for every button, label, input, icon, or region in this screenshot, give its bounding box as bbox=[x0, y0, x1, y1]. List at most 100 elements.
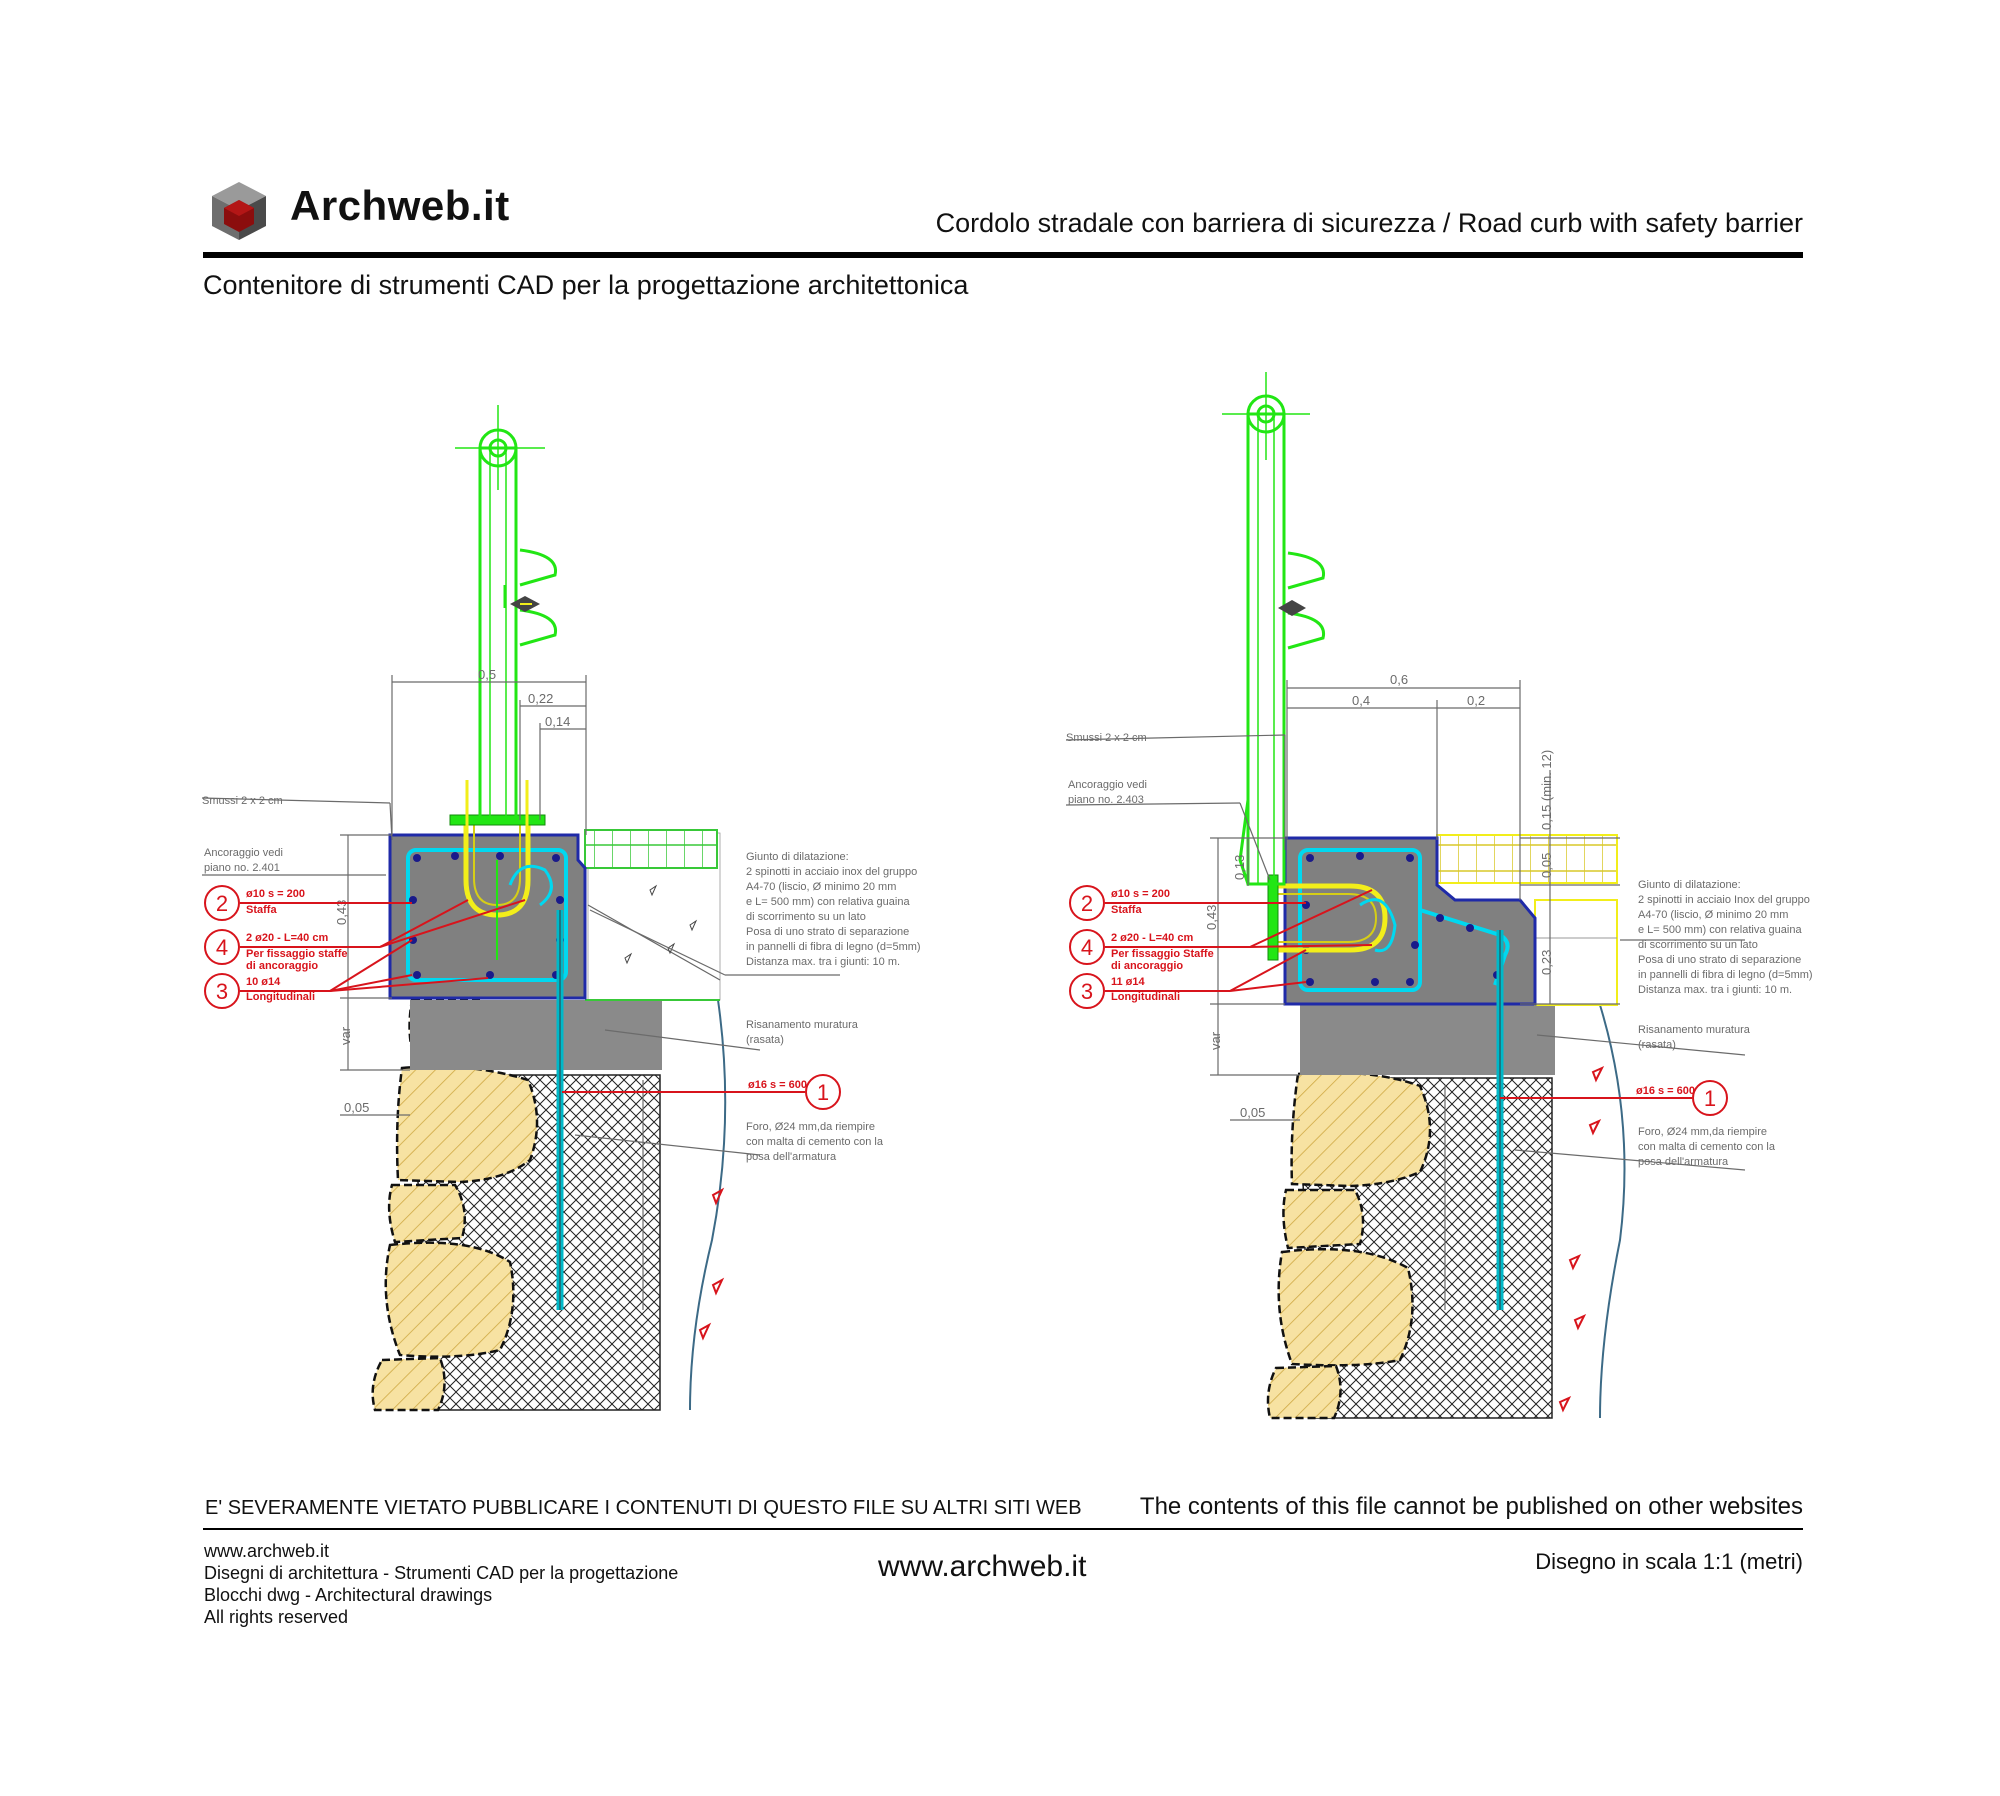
right-detail: 0,6 0,4 0,2 0,15 (min. 12) 0,05 0,23 0,4… bbox=[1065, 372, 1813, 1420]
svg-text:Foro, Ø24 mm,da riempire: Foro, Ø24 mm,da riempire bbox=[746, 1121, 875, 1133]
dim-label: 0,05 bbox=[344, 1100, 369, 1115]
tag-label: Per fissaggio Staffe bbox=[1111, 948, 1214, 960]
dim-label: 0,14 bbox=[545, 714, 570, 729]
tag-label: di ancoraggio bbox=[1111, 960, 1183, 972]
svg-text:Risanamento muratura: Risanamento muratura bbox=[1638, 1024, 1751, 1036]
tag-label: Per fissaggio staffe bbox=[246, 948, 347, 960]
paving bbox=[1436, 834, 1618, 884]
footer-line: All rights reserved bbox=[204, 1607, 349, 1627]
tag-number: 4 bbox=[216, 935, 228, 960]
barrier-post bbox=[1222, 372, 1326, 886]
tag-number: 3 bbox=[1081, 979, 1093, 1004]
svg-text:con malta di cemento con la: con malta di cemento con la bbox=[1638, 1141, 1776, 1153]
dim-label: 0,6 bbox=[1390, 672, 1408, 687]
footer-line: Disegni di architettura - Strumenti CAD … bbox=[204, 1563, 679, 1583]
left-detail: 0,5 0,22 0,14 0,43 var 0,05 Smussi 2 x 2… bbox=[201, 405, 921, 1412]
hole-note: Foro, Ø24 mm,da riempire con malta di ce… bbox=[746, 1121, 884, 1163]
joint-note: Giunto di dilatazione: 2 spinotti in acc… bbox=[746, 851, 921, 968]
tag-label: 2 ø20 - L=40 cm bbox=[1111, 932, 1193, 944]
left-dimensions bbox=[201, 675, 840, 1310]
svg-text:Giunto di dilatazione:: Giunto di dilatazione: bbox=[746, 851, 849, 863]
right-tags: 2 4 3 1 ø10 s = 200 Staffa 2 ø20 - L=40 … bbox=[1069, 885, 1728, 1116]
footer-rule bbox=[203, 1528, 1803, 1530]
page-subtitle: Contenitore di strumenti CAD per la prog… bbox=[203, 270, 969, 300]
brand-name: Archweb.it bbox=[290, 182, 510, 229]
svg-text:2 spinotti in acciaio Inox del: 2 spinotti in acciaio Inox del gruppo bbox=[1638, 894, 1810, 906]
tag-label: Longitudinali bbox=[1111, 991, 1180, 1003]
footer-scale: Disegno in scala 1:1 (metri) bbox=[1535, 1549, 1803, 1574]
dim-label: 0,2 bbox=[1467, 693, 1485, 708]
dim-label: 0,05 bbox=[1240, 1105, 1265, 1120]
header-rule bbox=[203, 252, 1803, 258]
svg-text:2 spinotti in acciaio inox del: 2 spinotti in acciaio inox del gruppo bbox=[746, 866, 917, 878]
tag-label: Longitudinali bbox=[246, 991, 315, 1003]
svg-text:Foro, Ø24 mm,da riempire: Foro, Ø24 mm,da riempire bbox=[1638, 1126, 1767, 1138]
footer-url: www.archweb.it bbox=[878, 1550, 1087, 1583]
warning-english: The contents of this file cannot be publ… bbox=[1139, 1493, 1803, 1520]
svg-text:Posa di uno strato di separazi: Posa di uno strato di separazione bbox=[1638, 954, 1801, 966]
repair-note: Risanamento muratura (rasata) bbox=[1638, 1024, 1751, 1051]
warning-italian: E' SEVERAMENTE VIETATO PUBBLICARE I CONT… bbox=[205, 1497, 1082, 1519]
note-anchor: piano no. 2.401 bbox=[204, 862, 280, 874]
note-anchor: piano no. 2.403 bbox=[1068, 794, 1144, 806]
svg-text:e L= 500 mm) con relativa guai: e L= 500 mm) con relativa guaina bbox=[746, 896, 910, 908]
svg-text:(rasata): (rasata) bbox=[746, 1034, 784, 1046]
svg-text:posa dell'armatura: posa dell'armatura bbox=[746, 1151, 837, 1163]
repair-note: Risanamento muratura (rasata) bbox=[746, 1019, 859, 1046]
tag-label: di ancoraggio bbox=[246, 960, 318, 972]
svg-text:con malta di cemento con la: con malta di cemento con la bbox=[746, 1136, 884, 1148]
svg-text:A4-70 (liscio, Ø minimo 20 mm: A4-70 (liscio, Ø minimo 20 mm bbox=[1638, 909, 1788, 921]
joint-note: Giunto di dilatazione: 2 spinotti in acc… bbox=[1638, 879, 1813, 996]
dim-label: 0,43 bbox=[334, 900, 349, 925]
tag-label: Staffa bbox=[1111, 904, 1142, 916]
tag-number: 2 bbox=[1081, 891, 1093, 916]
paving bbox=[584, 829, 718, 869]
dim-label: 0,43 bbox=[1204, 905, 1219, 930]
note-anchor: Ancoraggio vedi bbox=[1068, 779, 1147, 791]
svg-text:Giunto di dilatazione:: Giunto di dilatazione: bbox=[1638, 879, 1741, 891]
dim-label: 0,15 (min. 12) bbox=[1539, 750, 1554, 830]
tag-number: 4 bbox=[1081, 935, 1093, 960]
note-smussi: Smussi 2 x 2 cm bbox=[202, 795, 283, 807]
dim-label: 0,22 bbox=[528, 691, 553, 706]
tag-label: ø10 s = 200 bbox=[246, 888, 305, 900]
hole-note: Foro, Ø24 mm,da riempire con malta di ce… bbox=[1638, 1126, 1776, 1168]
tag-number: 2 bbox=[216, 891, 228, 916]
svg-text:Risanamento muratura: Risanamento muratura bbox=[746, 1019, 859, 1031]
svg-text:di scorrimento su un lato: di scorrimento su un lato bbox=[746, 911, 866, 923]
barrier-post bbox=[455, 405, 558, 820]
tag-number: 3 bbox=[216, 979, 228, 1004]
footer-site: www.archweb.it bbox=[204, 1541, 330, 1561]
svg-text:e L= 500 mm) con relativa guai: e L= 500 mm) con relativa guaina bbox=[1638, 924, 1802, 936]
tag-label: Staffa bbox=[246, 904, 277, 916]
tag-label: ø10 s = 200 bbox=[1111, 888, 1170, 900]
dim-label: 0,5 bbox=[478, 667, 496, 682]
svg-text:A4-70 (liscio, Ø minimo 20 mm: A4-70 (liscio, Ø minimo 20 mm bbox=[746, 881, 896, 893]
right-dimensions bbox=[1065, 680, 1746, 1310]
tag-label: 2 ø20 - L=40 cm bbox=[246, 932, 328, 944]
svg-text:in pannelli di fibra di legno: in pannelli di fibra di legno (d=5mm) bbox=[1638, 969, 1813, 981]
svg-text:Distanza max. tra i giunti: 10: Distanza max. tra i giunti: 10 m. bbox=[1638, 984, 1792, 996]
svg-text:Posa di uno strato di separazi: Posa di uno strato di separazione bbox=[746, 926, 909, 938]
dim-label: 0,05 bbox=[1539, 853, 1554, 878]
dim-label: var bbox=[1208, 1031, 1223, 1050]
dim-label: var bbox=[338, 1026, 353, 1045]
tag-label: 10 ø14 bbox=[246, 976, 281, 988]
repair-layer bbox=[410, 1000, 662, 1070]
dim-label: 0,23 bbox=[1539, 950, 1554, 975]
repair-layer bbox=[1300, 1005, 1555, 1075]
tag-label: ø16 s = 600 bbox=[1636, 1085, 1695, 1097]
note-smussi: Smussi 2 x 2 cm bbox=[1066, 732, 1147, 744]
svg-text:Distanza max. tra i giunti: 10: Distanza max. tra i giunti: 10 m. bbox=[746, 956, 900, 968]
tag-label: 11 ø14 bbox=[1111, 976, 1146, 988]
svg-text:(rasata): (rasata) bbox=[1638, 1039, 1676, 1051]
tag-label: ø16 s = 600 bbox=[748, 1079, 807, 1091]
left-tags: 2 4 3 1 ø10 s = 200 Staffa 2 ø20 - L=40 … bbox=[204, 885, 841, 1110]
note-anchor: Ancoraggio vedi bbox=[204, 847, 283, 859]
footer-line: Blocchi dwg - Architectural drawings bbox=[204, 1585, 493, 1605]
dim-label: 0,13 bbox=[1232, 855, 1247, 880]
svg-text:di scorrimento su un lato: di scorrimento su un lato bbox=[1638, 939, 1758, 951]
svg-text:in pannelli di fibra di legno: in pannelli di fibra di legno (d=5mm) bbox=[746, 941, 921, 953]
logo-icon bbox=[208, 180, 270, 242]
